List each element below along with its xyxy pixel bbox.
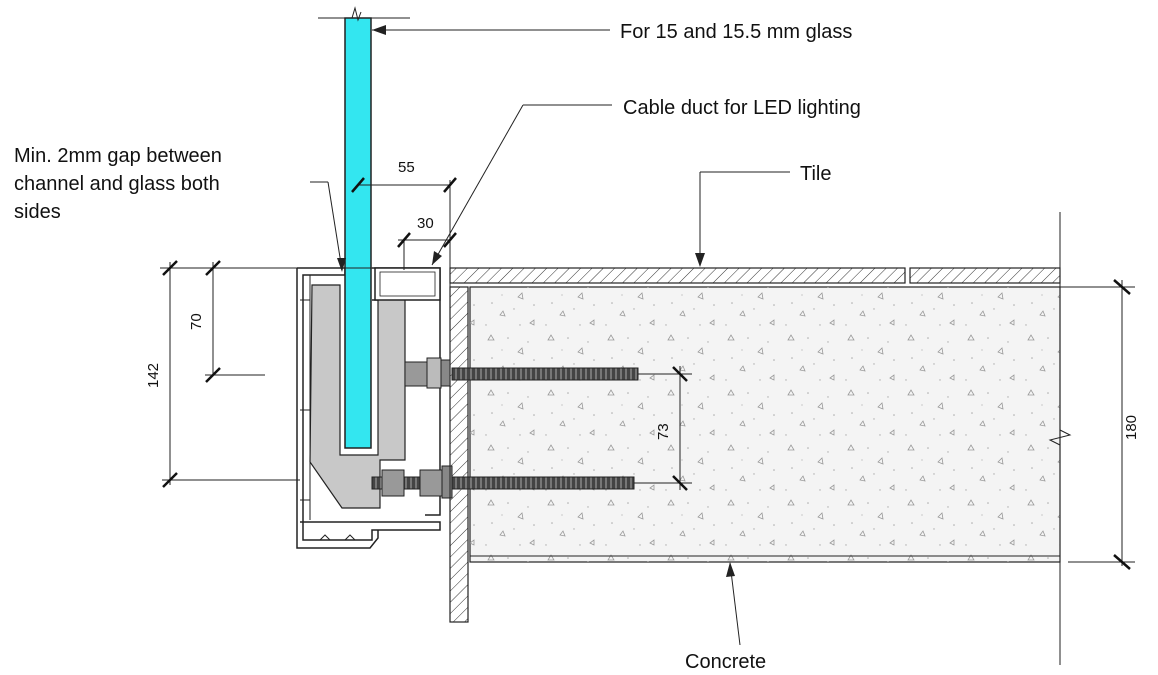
svg-text:70: 70: [188, 313, 205, 330]
leader-gap: [310, 181, 346, 272]
leader-glass: [372, 25, 610, 35]
label-concrete: Concrete: [685, 651, 766, 673]
svg-text:30: 30: [417, 215, 434, 232]
dimension-180: 180: [1060, 279, 1140, 570]
anchor-bolt-upper: [404, 357, 639, 389]
dimension-30: 30: [397, 215, 457, 270]
label-gap-line2: channel and glass both: [14, 173, 220, 195]
concrete-slab: [469, 212, 1072, 665]
svg-text:180: 180: [1123, 415, 1140, 440]
label-cable-duct: Cable duct for LED lighting: [623, 97, 861, 119]
glass-panel: [318, 6, 410, 449]
label-gap-line3: sides: [14, 201, 61, 223]
cable-duct: [374, 267, 441, 301]
label-glass: For 15 and 15.5 mm glass: [620, 21, 852, 43]
tile-layer: [449, 267, 1061, 284]
leader-concrete: [726, 562, 741, 646]
edge-wall: [449, 286, 469, 623]
anchor-bolt-lower: [371, 465, 635, 499]
svg-text:142: 142: [145, 363, 162, 388]
svg-text:55: 55: [398, 159, 415, 176]
dimension-55: 55: [351, 159, 457, 622]
label-gap-line1: Min. 2mm gap between: [14, 145, 222, 167]
leader-cable-duct: [431, 104, 612, 266]
leader-tile: [695, 171, 790, 267]
svg-text:73: 73: [655, 423, 672, 440]
dimension-142: 142: [145, 260, 300, 488]
dimension-73: 73: [634, 366, 692, 491]
label-tile: Tile: [800, 163, 831, 185]
dimension-70: 70: [160, 260, 440, 383]
